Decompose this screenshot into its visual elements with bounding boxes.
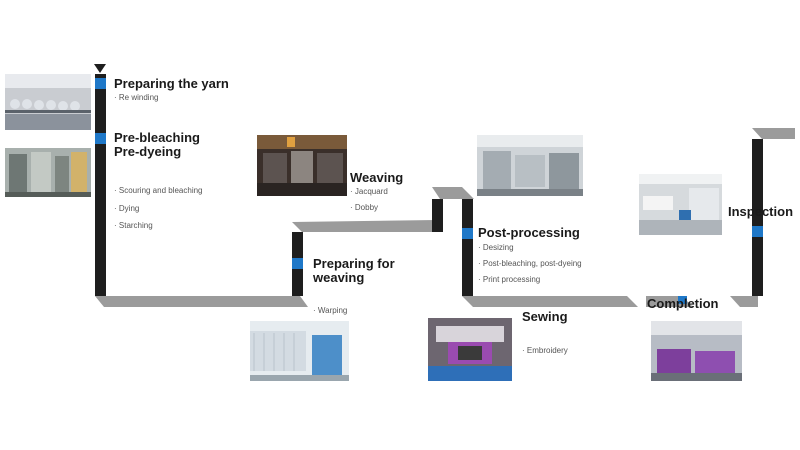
step-title: Weaving xyxy=(350,170,404,185)
step-marker xyxy=(95,78,106,89)
ceiling-segment xyxy=(432,187,474,199)
photo-weaving-looms xyxy=(257,135,347,196)
photo-completion xyxy=(651,321,742,381)
photo-warping xyxy=(250,321,349,381)
step-detail: · Desizing xyxy=(478,243,514,252)
step-title: weaving xyxy=(313,270,365,285)
step-marker xyxy=(752,226,763,237)
step-detail: · Warping xyxy=(313,306,348,315)
step-title: Preparing the yarn xyxy=(114,76,229,91)
ceiling-segment xyxy=(292,220,436,232)
floor-segment xyxy=(462,296,638,307)
vertical-bar xyxy=(95,74,106,296)
step-marker xyxy=(292,258,303,269)
step-title: Pre-dyeing xyxy=(114,144,182,159)
step-detail: · Post-bleaching, post-dyeing xyxy=(478,259,582,268)
step-detail: · Embroidery xyxy=(522,346,568,355)
vertical-bar xyxy=(752,139,763,296)
step-title: Preparing for xyxy=(313,256,395,271)
step-detail: · Dobby xyxy=(350,203,379,212)
step-detail: · Dying xyxy=(114,204,140,213)
photo-post-processing xyxy=(477,135,583,196)
step-detail: · Starching xyxy=(114,221,153,230)
step-title: Completion xyxy=(647,296,719,311)
step-detail: · Scouring and bleaching xyxy=(114,186,203,195)
step-title: Inspection xyxy=(728,204,794,219)
step-marker xyxy=(678,296,687,304)
step-detail: · Print processing xyxy=(478,275,541,284)
ceiling-segment xyxy=(752,128,795,139)
photo-yarn-winding xyxy=(5,74,91,130)
photo-inspection xyxy=(639,174,722,235)
step-marker xyxy=(462,228,473,239)
vertical-bar xyxy=(432,199,443,232)
step-marker xyxy=(95,133,106,144)
vertical-bar xyxy=(462,199,473,296)
step-title: Pre-bleaching xyxy=(114,130,200,145)
step-detail: · Re winding xyxy=(114,93,159,102)
step-title: Post-processing xyxy=(478,225,580,240)
floor-segment xyxy=(730,296,758,307)
step-title: Sewing xyxy=(522,309,568,324)
step-detail: · Jacquard xyxy=(350,187,388,196)
photo-embroidery xyxy=(428,318,512,381)
photo-bleaching-tanks xyxy=(5,148,91,197)
start-arrow-icon xyxy=(94,64,106,73)
floor-segment xyxy=(95,296,308,307)
